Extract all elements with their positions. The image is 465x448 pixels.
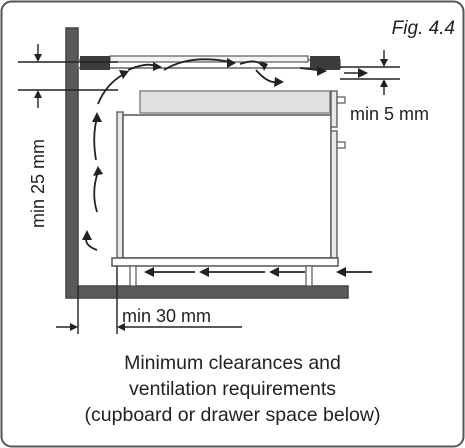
worktop-support-left (80, 56, 110, 70)
caption-line-1: Minimum clearances and (124, 352, 341, 374)
caption-line-2: ventilation requirements (128, 378, 337, 400)
oven-foot-right (305, 265, 313, 287)
oven-foot-left (129, 265, 137, 287)
top-clearance-arrowheads (358, 59, 388, 87)
worktop-support-right (310, 56, 340, 70)
door-handle-icon (336, 141, 346, 149)
left-clearance-arrowheads (34, 54, 42, 98)
bottom-clearance-arrowheads (70, 323, 125, 331)
oven-door-lower (330, 130, 338, 259)
cabinet-wall (65, 27, 349, 299)
control-knob-icon (336, 96, 346, 104)
caption-line-3: (cupboard or drawer space below) (84, 404, 381, 426)
bottom-clearance-label: min 30 mm (122, 306, 211, 326)
figure-label: Fig. 4.4 (392, 18, 455, 39)
oven-base (111, 257, 339, 267)
top-clearance-label: min 5 mm (350, 104, 429, 124)
oven-top-panel (139, 90, 331, 114)
airflow-arrowheads (82, 58, 346, 277)
oven-door-upper (330, 90, 338, 128)
left-clearance-dimension (18, 44, 118, 108)
left-clearance-label: min 25 mm (28, 139, 48, 228)
oven-body (122, 114, 332, 259)
oven-left-side (116, 111, 124, 259)
figure-caption: Minimum clearances and ventilation requi… (0, 350, 465, 428)
